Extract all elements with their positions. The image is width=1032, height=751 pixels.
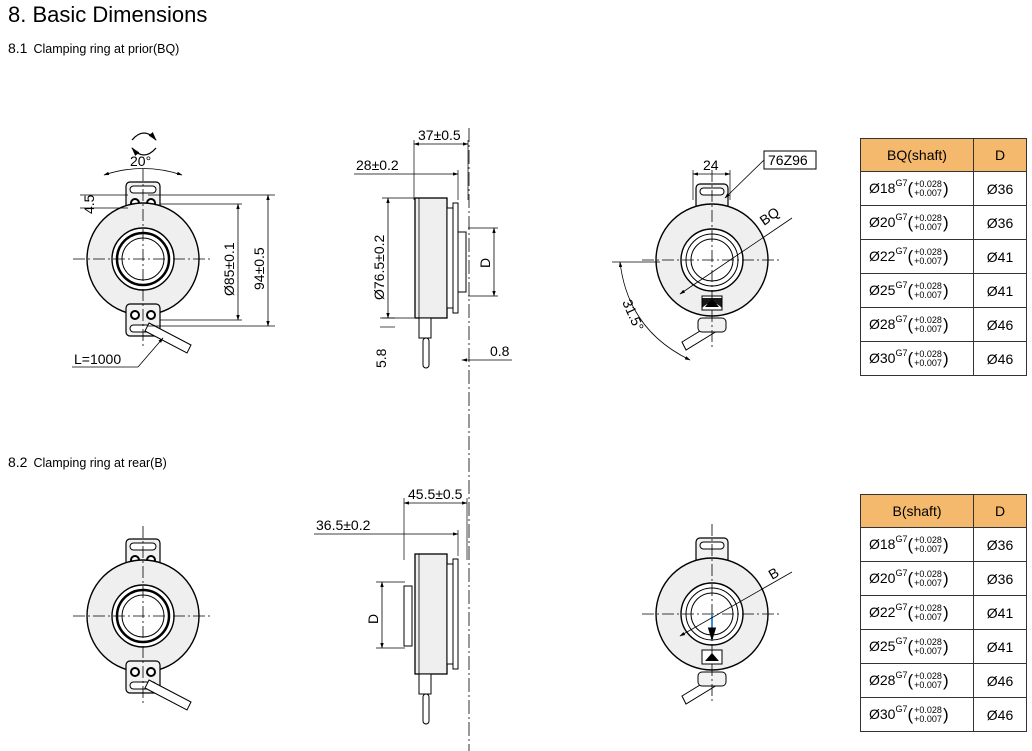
bore-d-label: D — [477, 258, 493, 268]
table-row: Ø22G7(+0.028+0.007)Ø41 — [860, 239, 1027, 274]
bq-label: BQ — [757, 204, 783, 229]
spec-table-b: B(shaft) D Ø18G7(+0.028+0.007)Ø36 Ø20G7(… — [860, 494, 1027, 732]
table-row: Ø25G7(+0.028+0.007)Ø41 — [860, 629, 1027, 664]
angle-31-5-label: 31.5° — [619, 297, 647, 334]
table-header: D — [973, 138, 1027, 172]
b-label: B — [766, 564, 782, 583]
front-view-prior: 20° 4.5 Ø85±0.1 94±0.5 L=1000 — [71, 132, 275, 368]
dim-5-8-label: 5.8 — [373, 348, 389, 368]
table-row: Ø20G7(+0.028+0.007)Ø36 — [860, 205, 1027, 240]
part-code-label: 76Z96 — [768, 152, 808, 168]
angle-20-label: 20° — [130, 153, 151, 169]
length-36-5-label: 36.5±0.2 — [316, 517, 371, 533]
table-row: Ø25G7(+0.028+0.007)Ø41 — [860, 273, 1027, 308]
table-header: D — [973, 494, 1027, 528]
length-37-label: 37±0.5 — [418, 127, 461, 143]
page-title: 8. Basic Dimensions — [8, 2, 208, 27]
width-24-label: 24 — [703, 157, 719, 173]
spec-table-bq: BQ(shaft) D Ø18G7(+0.028+0.007)Ø36 Ø20G7… — [860, 138, 1027, 376]
table-row: Ø18G7(+0.028+0.007)Ø36 — [860, 171, 1027, 206]
front-view-rear — [71, 524, 215, 712]
dim-4-5-label: 4.5 — [81, 194, 97, 214]
table-row: Ø22G7(+0.028+0.007)Ø41 — [860, 595, 1027, 630]
dia-85-label: Ø85±0.1 — [221, 242, 237, 296]
table-row: Ø30G7(+0.028+0.007)Ø46 — [860, 697, 1027, 732]
side-view-rear: 45.5±0.5 36.5±0.2 D — [314, 486, 468, 725]
table-row: Ø20G7(+0.028+0.007)Ø36 — [860, 561, 1027, 596]
dim-0-8-label: 0.8 — [490, 343, 510, 359]
bore-d2-label: D — [365, 614, 381, 624]
dia-76-5-label: Ø76.5±0.2 — [371, 235, 387, 300]
table-row: Ø28G7(+0.028+0.007)Ø46 — [860, 663, 1027, 698]
cable-length-label: L=1000 — [74, 351, 121, 367]
mount-view-prior: 24 76Z96 BQ 31.5° — [612, 150, 817, 361]
table-row: Ø28G7(+0.028+0.007)Ø46 — [860, 307, 1027, 342]
length-28-label: 28±0.2 — [356, 157, 399, 173]
table-header: BQ(shaft) — [860, 138, 974, 172]
table-row: Ø30G7(+0.028+0.007)Ø46 — [860, 341, 1027, 376]
dim-94-label: 94±0.5 — [251, 247, 267, 290]
table-header: B(shaft) — [860, 494, 974, 528]
mount-view-rear: B — [641, 523, 793, 705]
table-row: Ø18G7(+0.028+0.007)Ø36 — [860, 527, 1027, 562]
side-view-prior: 37±0.5 28±0.2 Ø76.5±0.2 D 5.8 0.8 — [354, 127, 512, 751]
length-45-5-label: 45.5±0.5 — [408, 486, 463, 502]
